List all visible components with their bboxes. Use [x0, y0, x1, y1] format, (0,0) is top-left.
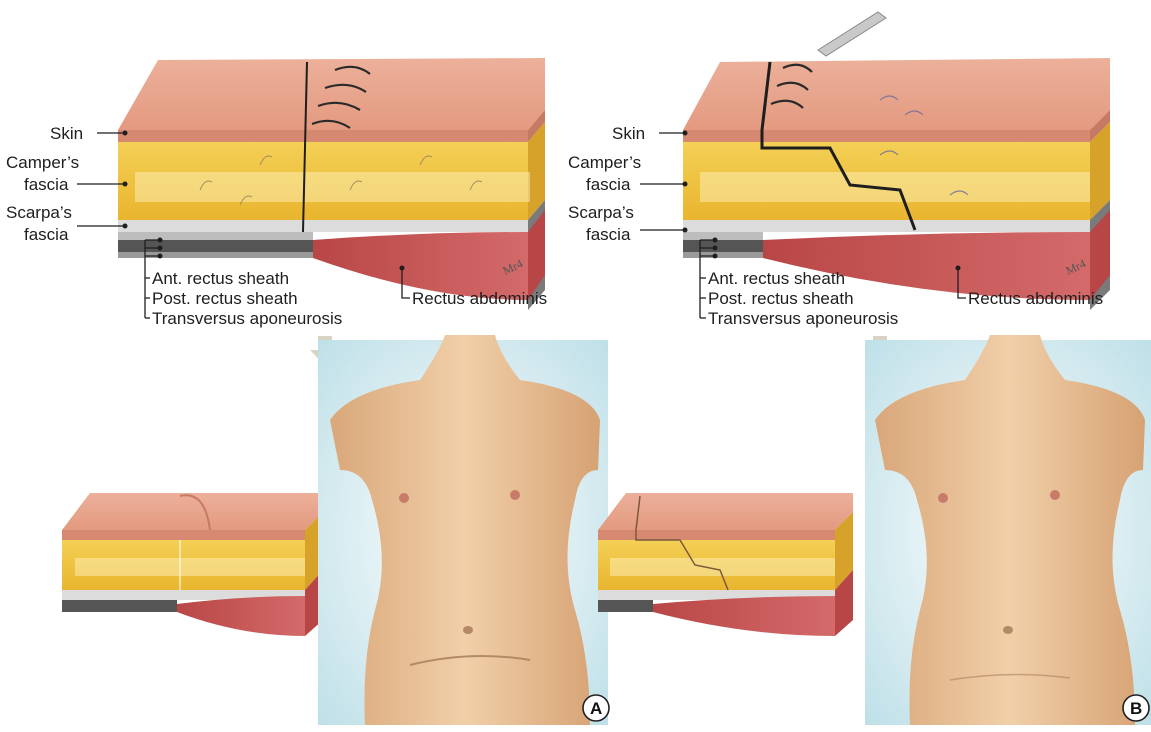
panel-b-torso-illustration	[865, 335, 1151, 725]
badge-b-label: B	[1130, 699, 1142, 718]
label-post-rectus-a: Post. rectus sheath	[152, 289, 298, 308]
panel-b-tissue-block: Mr4	[683, 12, 1110, 310]
label-scarpas-a-2: fascia	[24, 225, 69, 244]
panel-b-small-block	[598, 493, 853, 636]
badge-a-label: A	[590, 699, 602, 718]
label-campers-b-1: Camper’s	[568, 153, 641, 172]
label-campers-a-1: Camper’s	[6, 153, 79, 172]
label-campers-a-2: fascia	[24, 175, 69, 194]
label-post-rectus-b: Post. rectus sheath	[708, 289, 854, 308]
label-campers-b-2: fascia	[586, 175, 631, 194]
label-skin-a: Skin	[50, 124, 83, 143]
label-rectus-abdominis-b: Rectus abdominis	[968, 289, 1103, 308]
label-rectus-abdominis-a: Rectus abdominis	[412, 289, 547, 308]
panel-b-badge: B	[1123, 695, 1149, 721]
label-scarpas-b-1: Scarpa’s	[568, 203, 634, 222]
panel-a-torso-illustration	[318, 335, 608, 725]
label-transversus-a: Transversus aponeurosis	[152, 309, 342, 328]
panel-a-small-block	[62, 493, 323, 636]
label-ant-rectus-b: Ant. rectus sheath	[708, 269, 845, 288]
label-skin-b: Skin	[612, 124, 645, 143]
label-scarpas-a-1: Scarpa’s	[6, 203, 72, 222]
label-ant-rectus-a: Ant. rectus sheath	[152, 269, 289, 288]
panel-a-badge: A	[583, 695, 609, 721]
label-transversus-b: Transversus aponeurosis	[708, 309, 898, 328]
label-scarpas-b-2: fascia	[586, 225, 631, 244]
